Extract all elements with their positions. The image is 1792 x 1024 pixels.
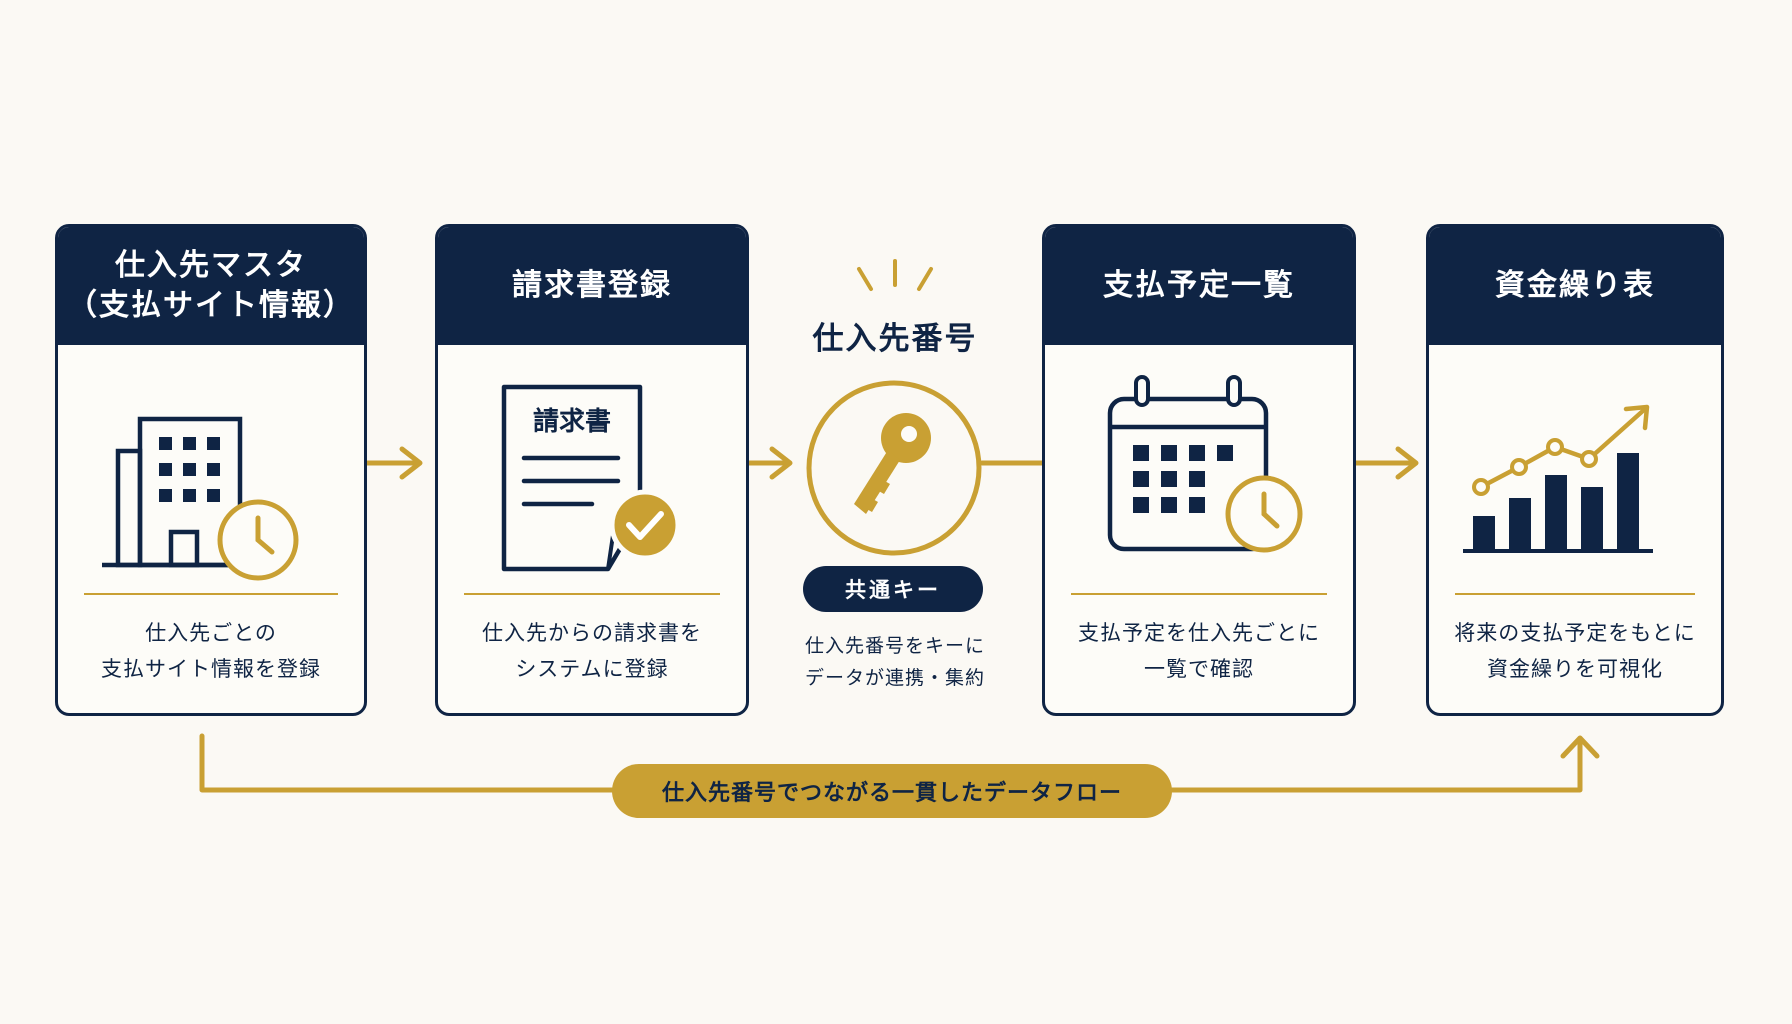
- flow-line: [199, 733, 615, 793]
- invoice-icon-text: 請求書: [533, 406, 611, 437]
- card-header: 請求書登録: [438, 227, 746, 345]
- card-divider: [84, 593, 338, 595]
- center-description: 仕入先番号をキーに データが連携・集約: [804, 635, 985, 689]
- invoice-check-icon: 請求書: [438, 347, 746, 587]
- card-description: 将来の支払予定をもとに 資金繰りを可視化: [1454, 621, 1696, 681]
- card-title-line: （支払サイト情報）: [67, 288, 355, 323]
- card-description: 仕入先からの請求書を システムに登録: [482, 621, 702, 681]
- card-header: 資金繰り表: [1429, 227, 1721, 345]
- bar-chart-trend-icon: [1429, 347, 1721, 587]
- calendar-clock-icon: [1045, 347, 1353, 587]
- card-description: 仕入先ごとの 支払サイト情報を登録: [101, 621, 321, 681]
- card-cash-flow-table: 資金繰り表 将来の支払予定をもとに 資金繰りを可視化: [1426, 224, 1724, 716]
- supplier-number-title: 仕入先番号: [812, 321, 978, 357]
- data-flow-label: 仕入先番号でつながる一貫したデータフロー: [612, 764, 1172, 818]
- card-header: 支払予定一覧: [1045, 227, 1353, 345]
- card-divider: [1071, 593, 1327, 595]
- card-divider: [1455, 593, 1695, 595]
- building-clock-icon: [58, 347, 364, 587]
- card-divider: [464, 593, 720, 595]
- card-title-line: 資金繰り表: [1495, 268, 1655, 303]
- card-payment-schedule: 支払予定一覧 支払予定を仕入先ごとに 一覧で確認: [1042, 224, 1356, 716]
- card-title-line: 支払予定一覧: [1103, 268, 1295, 303]
- card-header: 仕入先マスタ （支払サイト情報）: [58, 227, 364, 345]
- card-supplier-master: 仕入先マスタ （支払サイト情報） 仕入先ごとの 支払サイト情報を登録: [55, 224, 367, 716]
- key-icon: [806, 380, 982, 556]
- card-title-line: 請求書登録: [512, 268, 672, 303]
- highlight-rays: [857, 259, 933, 291]
- common-key-pill: 共通キー: [803, 566, 983, 612]
- card-description: 支払予定を仕入先ごとに 一覧で確認: [1078, 621, 1320, 681]
- card-invoice-registration: 請求書登録 請求書 仕入先からの請求書を システムに登録: [435, 224, 749, 716]
- card-title-line: 仕入先マスタ: [115, 248, 307, 283]
